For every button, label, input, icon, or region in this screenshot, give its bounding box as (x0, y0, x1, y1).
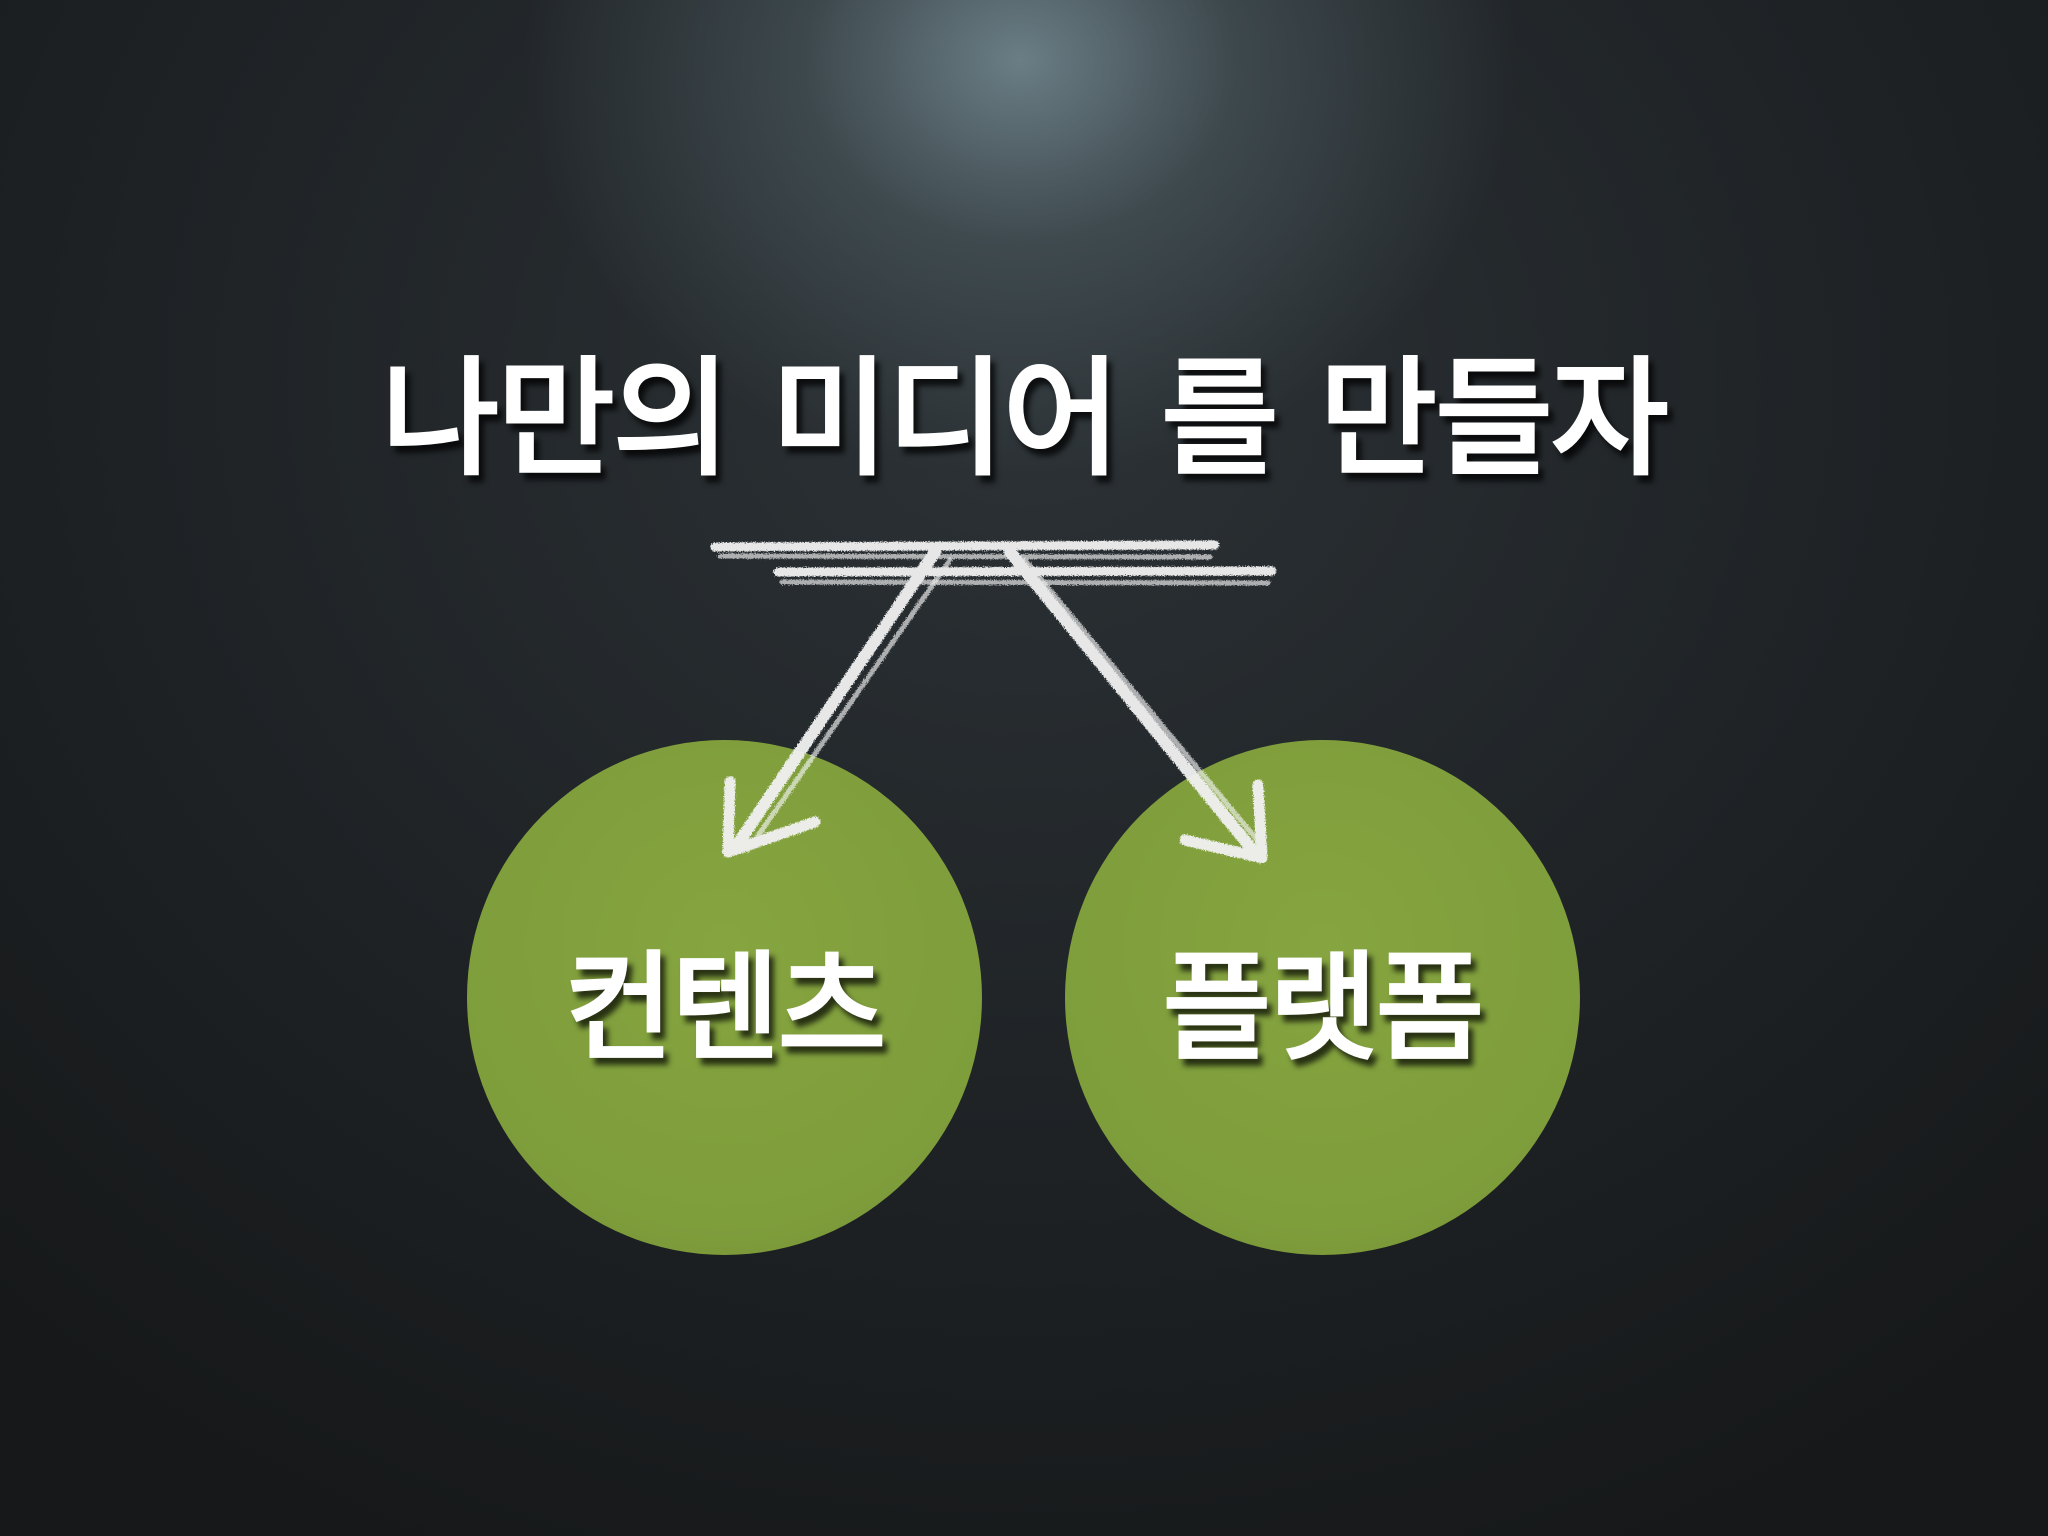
slide-title: 나만의 미디어 를 만들자 (381, 344, 1668, 494)
node-content-label: 컨텐츠 (564, 937, 887, 1077)
node-platform-label: 플랫폼 (1162, 937, 1485, 1077)
chalk-underline-bottom-2 (779, 579, 1271, 586)
chalk-underline-top-2 (717, 553, 1213, 560)
chalk-underline-top (710, 540, 1220, 552)
node-platform: 플랫폼 (1065, 740, 1580, 1255)
arrow-to-platform (1004, 546, 1268, 864)
arrow-to-content (722, 546, 953, 858)
